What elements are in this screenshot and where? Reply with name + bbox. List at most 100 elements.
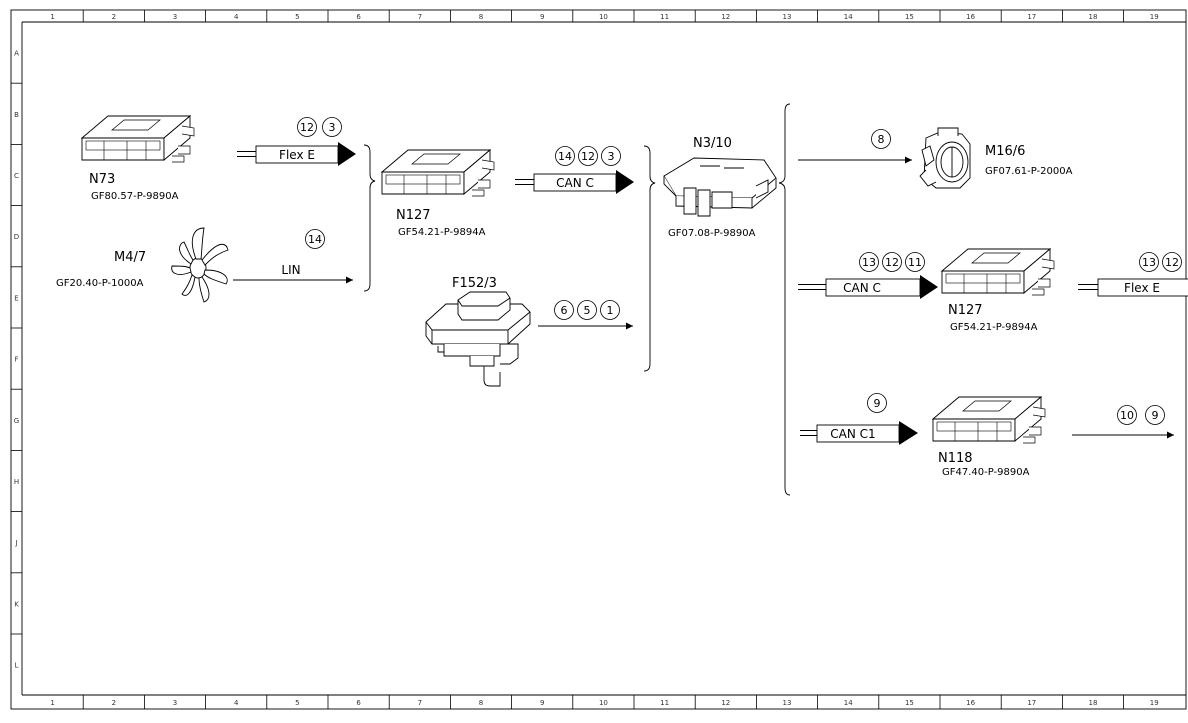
column-label-top: 15	[905, 13, 914, 21]
column-label-top: 2	[112, 13, 116, 21]
column-label-top: 7	[418, 13, 422, 21]
bus-lin: LIN 14	[233, 229, 353, 284]
column-label-top: 10	[599, 13, 608, 21]
throttle-actuator-icon	[919, 127, 971, 189]
column-label-top: 1	[50, 13, 54, 21]
column-label-top: 11	[660, 13, 669, 21]
component-n118: N118 GF47.40-P-9890A	[932, 396, 1046, 478]
row-label: D	[14, 233, 19, 241]
step-number: 1	[607, 304, 614, 317]
bus-flex-e-2: Flex E 13 12	[1078, 252, 1188, 297]
column-label-bottom: 17	[1027, 699, 1036, 707]
m47-title: M4/7	[114, 250, 146, 265]
column-label-top: 17	[1027, 13, 1036, 21]
step-number: 13	[1142, 256, 1156, 269]
column-label-bottom: 9	[540, 699, 544, 707]
step-markers-can-c1: 9	[867, 393, 887, 413]
column-label-bottom: 19	[1150, 699, 1159, 707]
n73-code: GF80.57-P-9890A	[91, 191, 179, 202]
bus-arrow-head	[616, 170, 634, 194]
step-markers-m166-in: 8	[871, 129, 891, 149]
step-number: 12	[581, 150, 595, 163]
column-label-top: 4	[234, 13, 239, 21]
column-label-bottom: 6	[356, 699, 361, 707]
step-number: 9	[1152, 409, 1159, 422]
column-label-bottom: 16	[966, 699, 975, 707]
lin-label: LIN	[281, 263, 300, 277]
bus-arrow-head	[338, 142, 356, 166]
row-label: A	[14, 50, 19, 58]
m47-code: GF20.40-P-1000A	[56, 278, 144, 289]
column-label-bottom: 11	[660, 699, 669, 707]
step-number: 5	[584, 304, 591, 317]
m166-code: GF07.61-P-2000A	[985, 166, 1073, 177]
bus-flex-e-1: Flex E 12 3	[237, 117, 356, 166]
group-bracket	[363, 144, 376, 292]
bus-can-c-2: CAN C 13 12 11	[798, 252, 938, 299]
fuse-relay-module-icon	[425, 291, 531, 387]
column-label-top: 6	[356, 13, 361, 21]
bus-can-c1: CAN C1 9	[800, 393, 918, 445]
n127-b-title: N127	[948, 303, 983, 318]
f1523-title: F152/3	[452, 276, 497, 291]
engine-control-unit-icon	[663, 157, 777, 217]
fan-motor-icon	[171, 227, 229, 303]
column-label-top: 8	[479, 13, 483, 21]
component-m47: M4/7 GF20.40-P-1000A	[56, 227, 229, 303]
step-markers-f152-out: 6 5 1	[554, 300, 620, 320]
column-label-bottom: 18	[1089, 699, 1098, 707]
column-ruler: 1122334455667788991010111112121313141415…	[50, 10, 1159, 709]
column-label-bottom: 8	[479, 699, 483, 707]
column-label-top: 9	[540, 13, 544, 21]
control-unit-icon	[932, 396, 1046, 444]
step-number: 11	[908, 256, 922, 269]
step-number: 12	[1165, 256, 1179, 269]
can-c1-label: CAN C1	[830, 427, 875, 441]
row-label: J	[14, 539, 17, 547]
flex-e-2-label: Flex E	[1124, 281, 1160, 295]
column-label-top: 13	[783, 13, 792, 21]
column-label-bottom: 5	[295, 699, 299, 707]
flex-e-1-label: Flex E	[279, 148, 315, 162]
column-label-top: 3	[173, 13, 177, 21]
row-label: H	[14, 478, 19, 486]
control-unit-icon	[381, 149, 495, 197]
can-c-1-label: CAN C	[556, 176, 594, 190]
group-bracket	[643, 145, 656, 372]
step-number: 6	[561, 304, 568, 317]
step-number: 9	[874, 397, 881, 410]
step-number: 8	[878, 133, 885, 146]
row-label: G	[14, 417, 19, 425]
step-number: 10	[1120, 409, 1134, 422]
step-number: 14	[308, 233, 322, 246]
row-label: C	[14, 172, 19, 180]
n127-b-code: GF54.21-P-9894A	[950, 322, 1038, 333]
n73-title: N73	[89, 172, 115, 187]
step-number: 13	[862, 256, 876, 269]
n310-title: N3/10	[693, 136, 732, 151]
step-number: 3	[608, 150, 615, 163]
step-number: 3	[329, 121, 336, 134]
column-label-bottom: 7	[418, 699, 422, 707]
step-markers-can-c-2: 13 12 11	[859, 252, 925, 272]
component-n310: N3/10 GF07.08-P-9890A	[663, 136, 777, 239]
drawing-frame: 1122334455667788991010111112121313141415…	[10, 9, 1187, 710]
column-label-top: 19	[1150, 13, 1159, 21]
column-label-bottom: 15	[905, 699, 914, 707]
column-label-top: 18	[1089, 13, 1098, 21]
n127-a-title: N127	[396, 208, 431, 223]
component-m166: M16/6 GF07.61-P-2000A	[919, 127, 1073, 189]
component-n127-b: N127 GF54.21-P-9894A	[941, 248, 1055, 333]
column-label-bottom: 10	[599, 699, 608, 707]
column-label-top: 5	[295, 13, 299, 21]
bus-arrow-head	[899, 421, 918, 445]
n127-a-code: GF54.21-P-9894A	[398, 227, 486, 238]
row-label: K	[14, 600, 19, 608]
component-n73: N73 GF80.57-P-9890A	[81, 115, 195, 202]
step-markers-lin: 14	[305, 229, 325, 249]
step-number: 12	[885, 256, 899, 269]
f1523-output-signal: 6 5 1	[538, 300, 633, 330]
column-label-bottom: 3	[173, 699, 177, 707]
